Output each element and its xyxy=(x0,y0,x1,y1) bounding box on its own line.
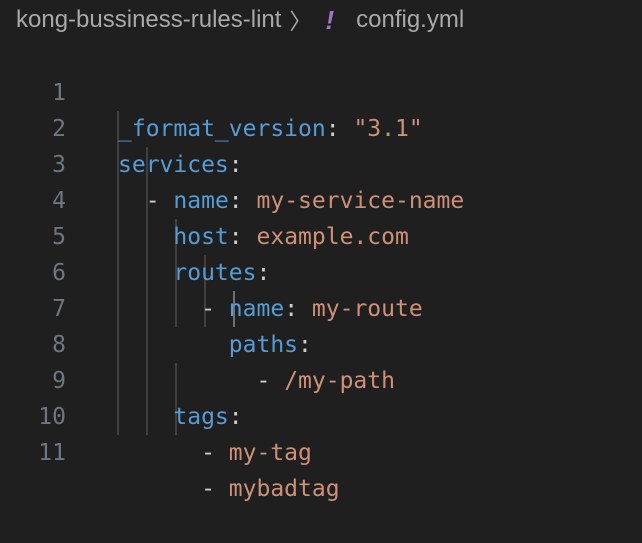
code-line: 11 - mybadtag xyxy=(0,399,642,502)
code-line: 1 _format_version: "3.1" xyxy=(0,39,642,142)
yaml-key: name xyxy=(228,296,285,322)
yaml-key: services xyxy=(118,152,229,178)
indent-guide-active xyxy=(233,291,235,327)
code-line: 2 services: xyxy=(0,75,642,178)
breadcrumb-folder[interactable]: kong-bussiness-rules-lint xyxy=(16,6,282,33)
indent-guide xyxy=(204,255,206,327)
line-number: 11 xyxy=(38,440,66,466)
indent-guide xyxy=(117,111,119,435)
line-number: 8 xyxy=(52,332,66,358)
line-number: 2 xyxy=(52,116,66,142)
line-number: 3 xyxy=(52,152,66,178)
line-number: 7 xyxy=(52,296,66,322)
yaml-value: mybadtag xyxy=(228,476,340,502)
yaml-key: _format_version xyxy=(118,116,326,142)
yaml-value: example.com xyxy=(256,224,409,250)
chevron-right-icon: 〉 xyxy=(289,9,312,34)
breadcrumb: kong-bussiness-rules-lint 〉 ! config.yml xyxy=(0,0,642,40)
yaml-key: paths xyxy=(228,332,299,358)
code-line: 6 - name: my-route xyxy=(0,219,642,322)
breadcrumb-file[interactable]: config.yml xyxy=(356,6,465,33)
yaml-key: name xyxy=(173,188,229,214)
yaml-value: my-route xyxy=(311,296,423,322)
yaml-value: "3.1" xyxy=(353,116,423,142)
yaml-key: routes xyxy=(173,260,257,286)
line-number: 5 xyxy=(52,224,66,250)
yaml-value: /my-path xyxy=(284,368,395,394)
line-number: 4 xyxy=(52,188,66,214)
yaml-value: my-service-name xyxy=(256,188,465,214)
code-line: 7 paths: xyxy=(0,255,642,358)
indent-guide xyxy=(175,363,177,435)
yaml-key: host xyxy=(173,224,229,250)
line-number: 1 xyxy=(52,80,66,106)
code-line: 3 - name: my-service-name xyxy=(0,111,642,214)
code-line: 8 - /my-path xyxy=(0,291,642,394)
code-line: 4 host: example.com xyxy=(0,147,642,250)
line-number: 6 xyxy=(52,260,66,286)
line-number: 9 xyxy=(52,368,66,394)
code-editor[interactable]: 1 _format_version: "3.1" 2 services: 3 -… xyxy=(0,39,642,502)
indent-guide xyxy=(146,147,148,435)
code-line: 5 routes: xyxy=(0,183,642,286)
yaml-key: tags xyxy=(173,404,229,430)
indent-guide xyxy=(175,219,177,327)
code-line: 9 tags: xyxy=(0,327,642,430)
line-number: 10 xyxy=(38,404,66,430)
yaml-file-icon: ! xyxy=(325,4,335,35)
code-line: 10 - my-tag xyxy=(0,363,642,466)
